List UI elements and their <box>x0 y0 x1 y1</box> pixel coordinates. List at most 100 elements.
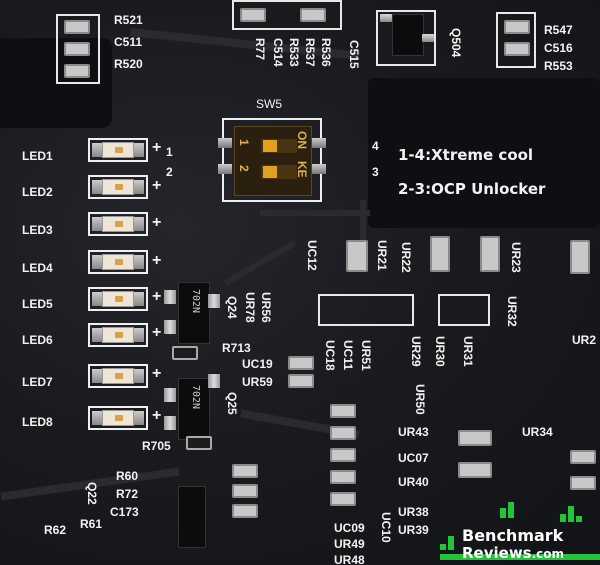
label-ur31: UR31 <box>461 336 475 367</box>
footprint-outline <box>376 10 436 66</box>
switch-pin <box>218 138 232 148</box>
dip-switch-sw5[interactable]: 1 2 ON KE <box>218 118 326 202</box>
led2-plus: + <box>152 177 162 194</box>
trace <box>260 210 370 216</box>
trace <box>360 200 366 240</box>
switch-on-text: ON <box>295 131 309 149</box>
ground-plane-right <box>368 78 600 228</box>
label-uc12: UC12 <box>305 240 319 271</box>
led5-plus: + <box>152 288 162 305</box>
watermark-reviews: Reviews <box>462 544 532 562</box>
resistor <box>232 464 258 478</box>
led8 <box>88 406 148 430</box>
switch-ke-text: KE <box>295 161 309 178</box>
pin <box>164 416 176 430</box>
label-uc11: UC11 <box>341 340 355 371</box>
label-r536: R536 <box>319 38 333 67</box>
led1-plus: + <box>152 139 162 156</box>
note-xtreme-cool: 1-4:Xtreme cool <box>398 146 534 164</box>
label-r62: R62 <box>44 523 67 537</box>
resistor <box>64 42 90 56</box>
switch-pin-4-label: 4 <box>372 139 379 153</box>
footprint-outline <box>56 14 100 84</box>
label-c516: C516 <box>544 41 573 55</box>
transistor-q504 <box>392 14 424 56</box>
label-q504: Q504 <box>449 28 463 58</box>
label-r72: R72 <box>116 487 139 501</box>
resistor <box>346 240 368 272</box>
led1-label: LED1 <box>22 149 53 163</box>
label-ur32: UR32 <box>505 296 519 327</box>
switch-pin-1-label: 1 <box>166 145 173 159</box>
resistor <box>232 504 258 518</box>
led4 <box>88 250 148 274</box>
led6-plus: + <box>152 324 162 341</box>
sw5-label: SW5 <box>256 97 283 111</box>
label-ur30: UR30 <box>433 336 447 367</box>
label-ur78: UR78 <box>243 292 257 323</box>
label-r77: R77 <box>253 38 267 61</box>
q25-marking: 702N <box>190 385 201 410</box>
label-ur56: UR56 <box>259 292 273 323</box>
label-ur23: UR23 <box>509 242 523 273</box>
label-c515: C515 <box>347 40 361 69</box>
label-ur2: UR2 <box>572 333 597 347</box>
led4-label: LED4 <box>22 261 53 275</box>
resistor <box>570 450 596 464</box>
label-c173: C173 <box>110 505 139 519</box>
led7-label: LED7 <box>22 375 53 389</box>
switch-num-2: 2 <box>237 165 251 172</box>
label-r713: R713 <box>222 341 251 355</box>
transistor-q24: 702N <box>178 282 210 344</box>
switch-pin <box>312 164 326 174</box>
resistor <box>504 42 530 56</box>
label-r61: R61 <box>80 517 103 531</box>
resistor <box>480 236 500 272</box>
switch-pin <box>218 164 232 174</box>
label-ur40: UR40 <box>398 475 429 489</box>
q24-marking: 702N <box>190 289 201 314</box>
resistor <box>64 20 90 34</box>
label-q24: Q24 <box>225 296 239 319</box>
label-uc19: UC19 <box>242 357 273 371</box>
label-ur39: UR39 <box>398 523 429 537</box>
footprint-outline <box>496 12 536 68</box>
label-r533: R533 <box>287 38 301 67</box>
resistor <box>330 426 356 440</box>
watermark-com: .com <box>531 547 565 561</box>
label-c514: C514 <box>271 38 285 67</box>
resistor <box>570 476 596 490</box>
footprint-outline <box>232 0 342 30</box>
resistor <box>570 240 590 274</box>
label-uc09: UC09 <box>334 521 365 535</box>
note-ocp-unlocker: 2-3:OCP Unlocker <box>398 180 546 198</box>
resistor <box>288 356 314 370</box>
label-q25: Q25 <box>225 392 239 415</box>
label-r705: R705 <box>142 439 171 453</box>
resistor <box>330 492 356 506</box>
pad <box>422 34 434 42</box>
resistor-r713 <box>172 346 198 360</box>
resistor <box>330 404 356 418</box>
resistor <box>300 8 326 22</box>
watermark-bars <box>440 502 600 560</box>
led1 <box>88 138 148 162</box>
pin <box>164 388 176 402</box>
led3-label: LED3 <box>22 223 53 237</box>
led2 <box>88 175 148 199</box>
watermark-benchmark: Benchmark <box>462 526 564 545</box>
led7-plus: + <box>152 365 162 382</box>
label-ur34: UR34 <box>522 425 553 439</box>
switch-knob-1[interactable] <box>263 140 277 152</box>
watermark-reviews-line: Reviews.com <box>462 544 564 563</box>
label-ur21: UR21 <box>375 240 389 271</box>
label-ur43: UR43 <box>398 425 429 439</box>
label-r547: R547 <box>544 23 573 37</box>
transistor-q22 <box>178 486 206 548</box>
led8-label: LED8 <box>22 415 53 429</box>
switch-num-1: 1 <box>237 139 251 146</box>
pin <box>208 374 220 388</box>
switch-knob-2[interactable] <box>263 166 277 178</box>
label-ur48: UR48 <box>334 553 365 565</box>
label-uc07: UC07 <box>398 451 429 465</box>
